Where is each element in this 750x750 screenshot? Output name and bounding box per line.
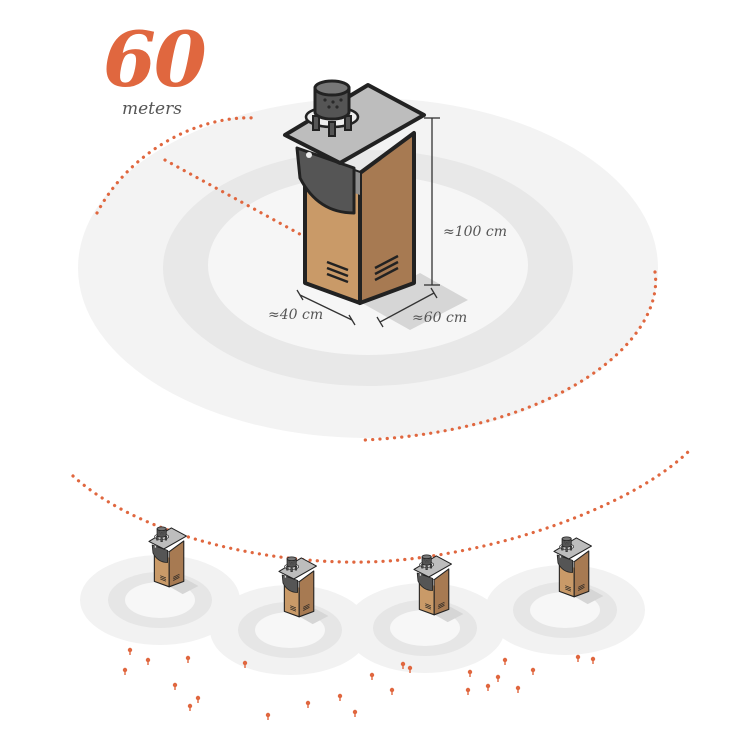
width-label: ≈40 cm — [268, 307, 324, 323]
height-label: ≈100 cm — [443, 224, 508, 240]
range-unit: meters — [122, 99, 182, 119]
speaker-unit-small — [485, 537, 645, 655]
people-markers — [122, 647, 596, 720]
speaker-unit-small — [345, 555, 505, 673]
speaker-unit-small — [210, 557, 370, 675]
dimension-lines — [296, 117, 440, 328]
range-value: 60 — [103, 15, 207, 104]
depth-label: ≈60 cm — [412, 310, 468, 326]
speaker-unit-row — [80, 527, 645, 675]
